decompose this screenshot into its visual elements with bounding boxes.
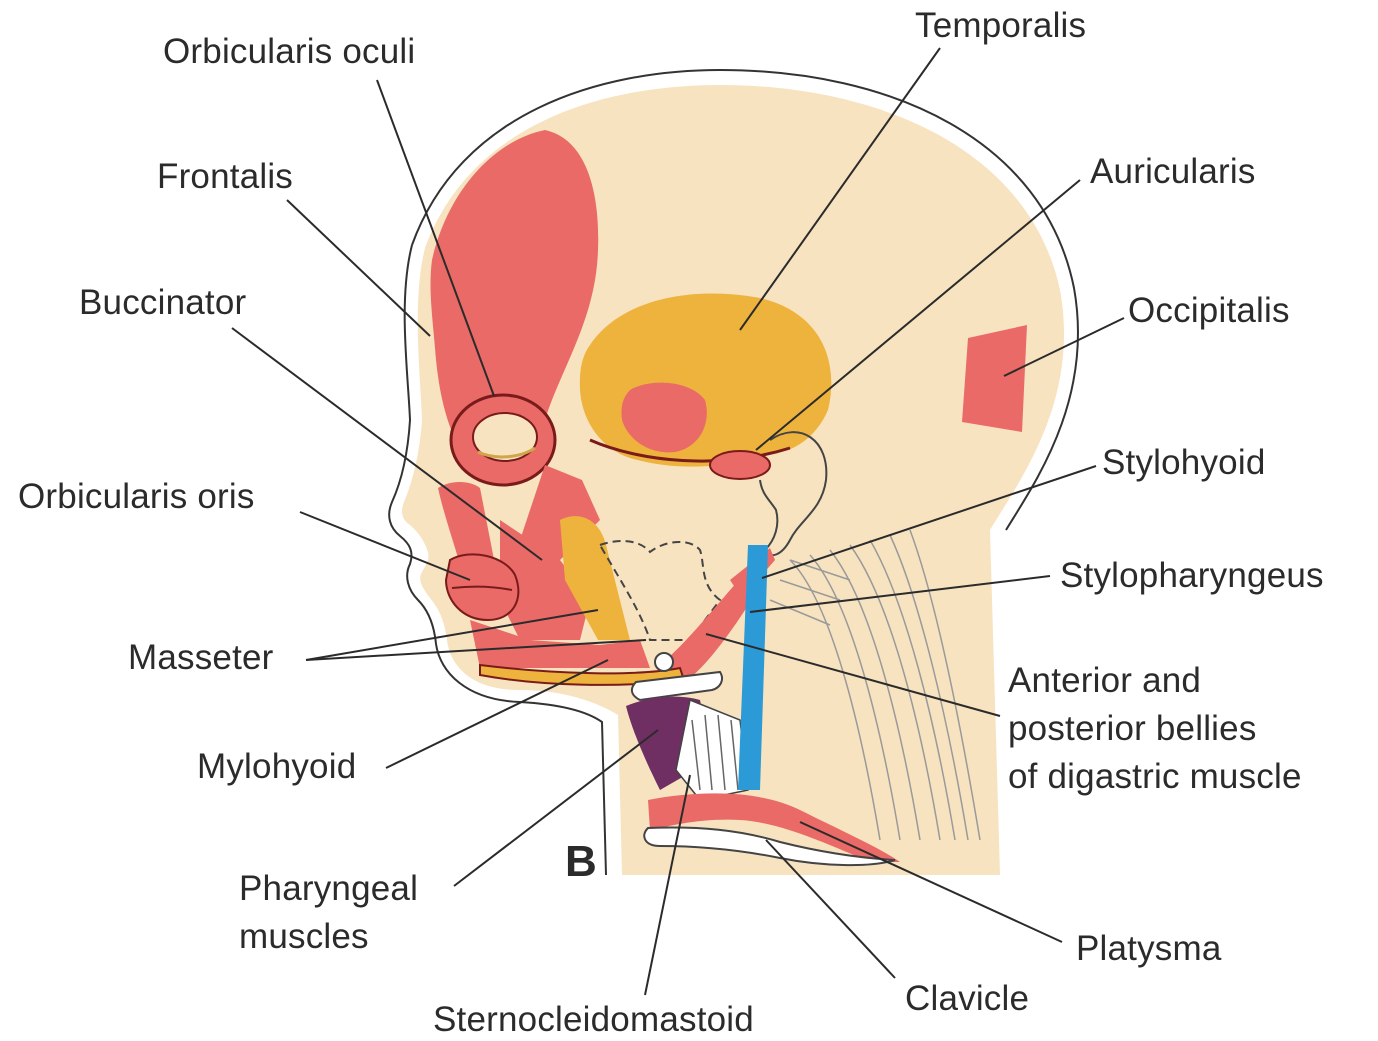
occipitalis-muscle	[962, 325, 1027, 432]
label-digastric-line1: Anterior and	[1008, 657, 1201, 704]
label-orbicularis-oris: Orbicularis oris	[18, 473, 255, 520]
label-digastric-line2: posterior bellies	[1008, 705, 1257, 752]
label-pharyngeal-line1: Pharyngeal	[239, 865, 418, 912]
panel-letter: B	[565, 840, 597, 884]
label-occipitalis: Occipitalis	[1128, 287, 1290, 334]
label-temporalis: Temporalis	[915, 2, 1086, 49]
label-sternocleidomastoid: Sternocleidomastoid	[433, 996, 754, 1041]
label-mylohyoid: Mylohyoid	[197, 743, 356, 790]
label-masseter: Masseter	[128, 634, 274, 681]
label-digastric-line3: of digastric muscle	[1008, 753, 1302, 800]
label-buccinator: Buccinator	[79, 279, 246, 326]
hyoid-body	[655, 653, 673, 671]
temporalis-muscle	[580, 293, 832, 466]
label-platysma: Platysma	[1076, 925, 1222, 972]
auricularis-muscle	[710, 451, 770, 479]
label-frontalis: Frontalis	[157, 153, 293, 200]
label-pharyngeal-line2: muscles	[239, 913, 369, 960]
label-orbicularis-oculi: Orbicularis oculi	[163, 28, 415, 75]
label-stylopharyngeus: Stylopharyngeus	[1060, 552, 1324, 599]
label-stylohyoid: Stylohyoid	[1102, 439, 1265, 486]
label-clavicle: Clavicle	[905, 975, 1029, 1022]
label-auricularis: Auricularis	[1090, 148, 1256, 195]
